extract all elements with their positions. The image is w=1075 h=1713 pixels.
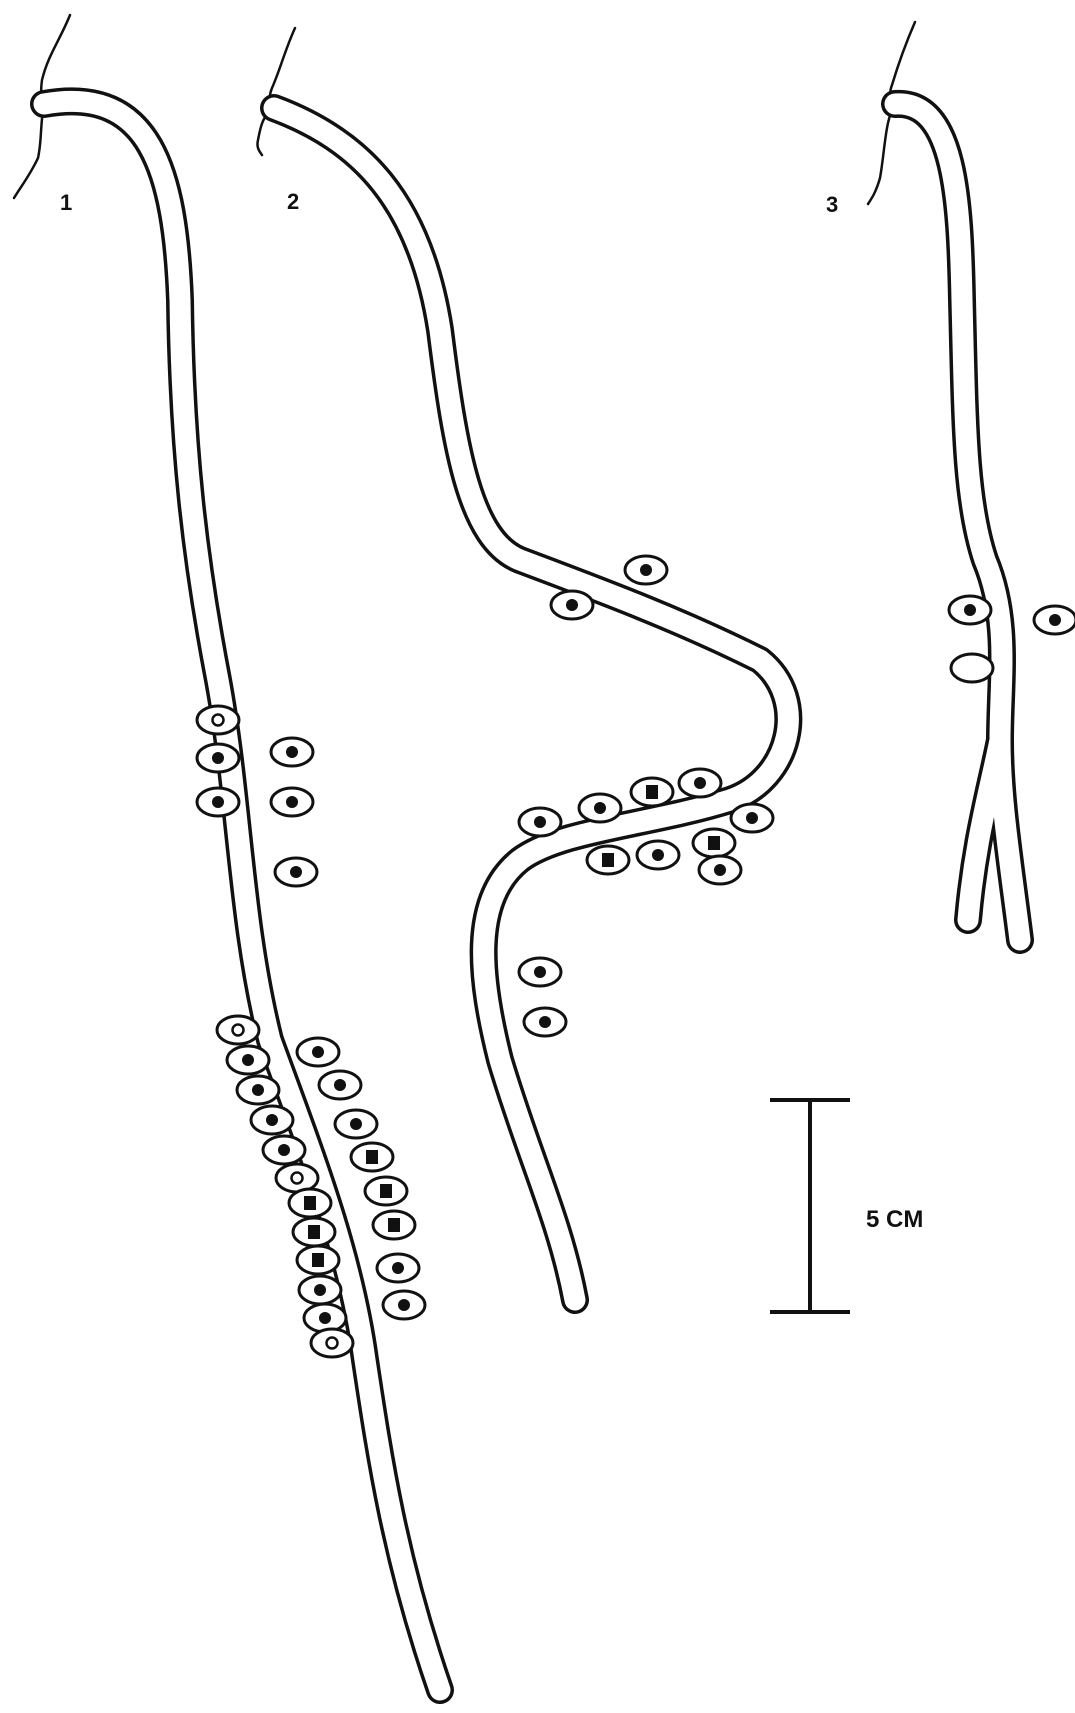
plant-1-nodule — [197, 788, 239, 816]
plant-1-nodule — [217, 1016, 259, 1044]
plant-1-nodule — [251, 1106, 293, 1134]
plant-2-nodule — [519, 808, 561, 836]
plant-1-nodule — [263, 1136, 305, 1164]
plant-1-nodule — [304, 1304, 346, 1332]
plant-1-nodule — [299, 1276, 341, 1304]
plant-1-nodule — [383, 1291, 425, 1319]
plant-2-nodule — [731, 804, 773, 832]
plant-1-nodule — [319, 1071, 361, 1099]
plant-2-label: 2 — [287, 189, 299, 214]
plant-2: 2 — [257, 28, 788, 1300]
plant-3-nodule — [951, 654, 993, 682]
plant-1-nodule — [293, 1218, 335, 1246]
plant-3-root — [895, 104, 1020, 940]
plant-1-nodule — [297, 1246, 339, 1274]
plant-2-stem — [257, 28, 295, 155]
plant-1-nodule — [351, 1143, 393, 1171]
plant-3-nodule — [1034, 606, 1075, 634]
plant-1-nodule — [289, 1189, 331, 1217]
plant-2-nodule — [679, 769, 721, 797]
plant-1-nodule — [271, 738, 313, 766]
scale-label: 5 CM — [866, 1206, 923, 1233]
plant-2-nodule — [551, 591, 593, 619]
scale-bar: 5 CM — [770, 1100, 923, 1312]
plant-1-nodule — [297, 1038, 339, 1066]
plant-2-nodule — [579, 794, 621, 822]
plant-1-nodules — [197, 706, 425, 1357]
plant-1-nodule — [227, 1046, 269, 1074]
plant-1-nodule — [237, 1076, 279, 1104]
plant-1-nodule — [373, 1211, 415, 1239]
plant-1-nodule — [197, 706, 239, 734]
plant-1-nodule — [275, 858, 317, 886]
plant-1-nodule — [197, 744, 239, 772]
plant-2-nodule — [519, 958, 561, 986]
plant-2-nodule — [699, 856, 741, 884]
plant-1-label: 1 — [60, 190, 72, 215]
plant-1-root — [44, 101, 440, 1690]
plant-1-nodule — [271, 788, 313, 816]
plant-2-nodule — [625, 556, 667, 584]
plant-1: 1 — [14, 15, 440, 1690]
plant-1-nodule — [377, 1254, 419, 1282]
plant-2-nodule — [631, 778, 673, 806]
plant-1-nodule — [335, 1110, 377, 1138]
plant-2-nodule — [587, 846, 629, 874]
plant-1-nodule — [311, 1329, 353, 1357]
plant-2-nodule — [524, 1008, 566, 1036]
plant-3-nodule — [949, 596, 991, 624]
plant-3: 3 — [826, 22, 1075, 940]
plant-1-nodule — [365, 1177, 407, 1205]
plant-3-label: 3 — [826, 192, 838, 217]
plant-2-nodule — [637, 841, 679, 869]
plant-2-nodule — [693, 829, 735, 857]
